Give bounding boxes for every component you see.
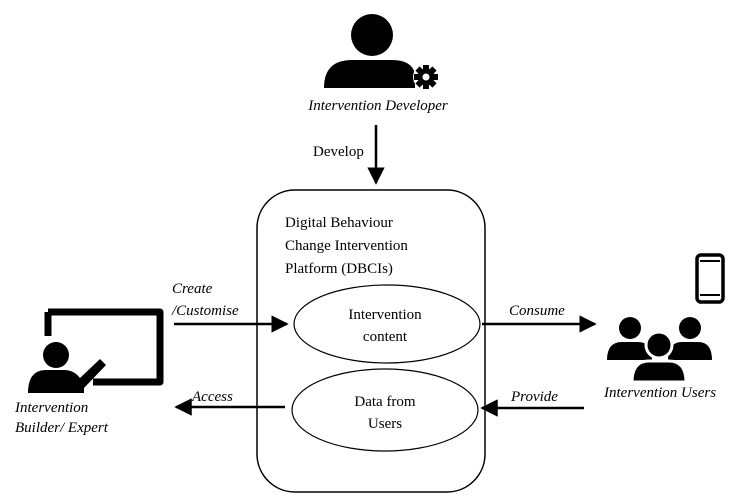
builder-label-line2: Builder/ Expert [15, 420, 108, 436]
data-ellipse [291, 368, 479, 452]
smartphone-icon [695, 253, 725, 304]
builder-label-line1: Intervention [15, 400, 89, 416]
presenter-board-icon [28, 308, 164, 393]
platform-box [256, 189, 486, 493]
content-label-line2: content [362, 329, 408, 345]
person-gear-icon [324, 14, 439, 90]
provide-label: Provide [511, 389, 558, 405]
platform-title-line3: Platform (DBCIs) [285, 261, 393, 277]
user-group-icon [607, 317, 712, 384]
create-label-line2: /Customise [172, 303, 239, 319]
create-label-line1: Create [172, 281, 213, 297]
data-label-line2: Users [367, 416, 403, 432]
users-label: Intervention Users [604, 385, 717, 401]
consume-label: Consume [509, 303, 565, 319]
develop-label: Develop [313, 144, 364, 160]
developer-label: Intervention Developer [308, 98, 448, 114]
data-label-line1: Data from [354, 394, 416, 410]
platform-title-line2: Change Intervention [285, 238, 408, 254]
content-label-line1: Intervention [348, 307, 422, 323]
platform-title-line1: Digital Behaviour [285, 215, 393, 231]
access-label: Access [192, 389, 233, 405]
content-ellipse [293, 284, 481, 364]
